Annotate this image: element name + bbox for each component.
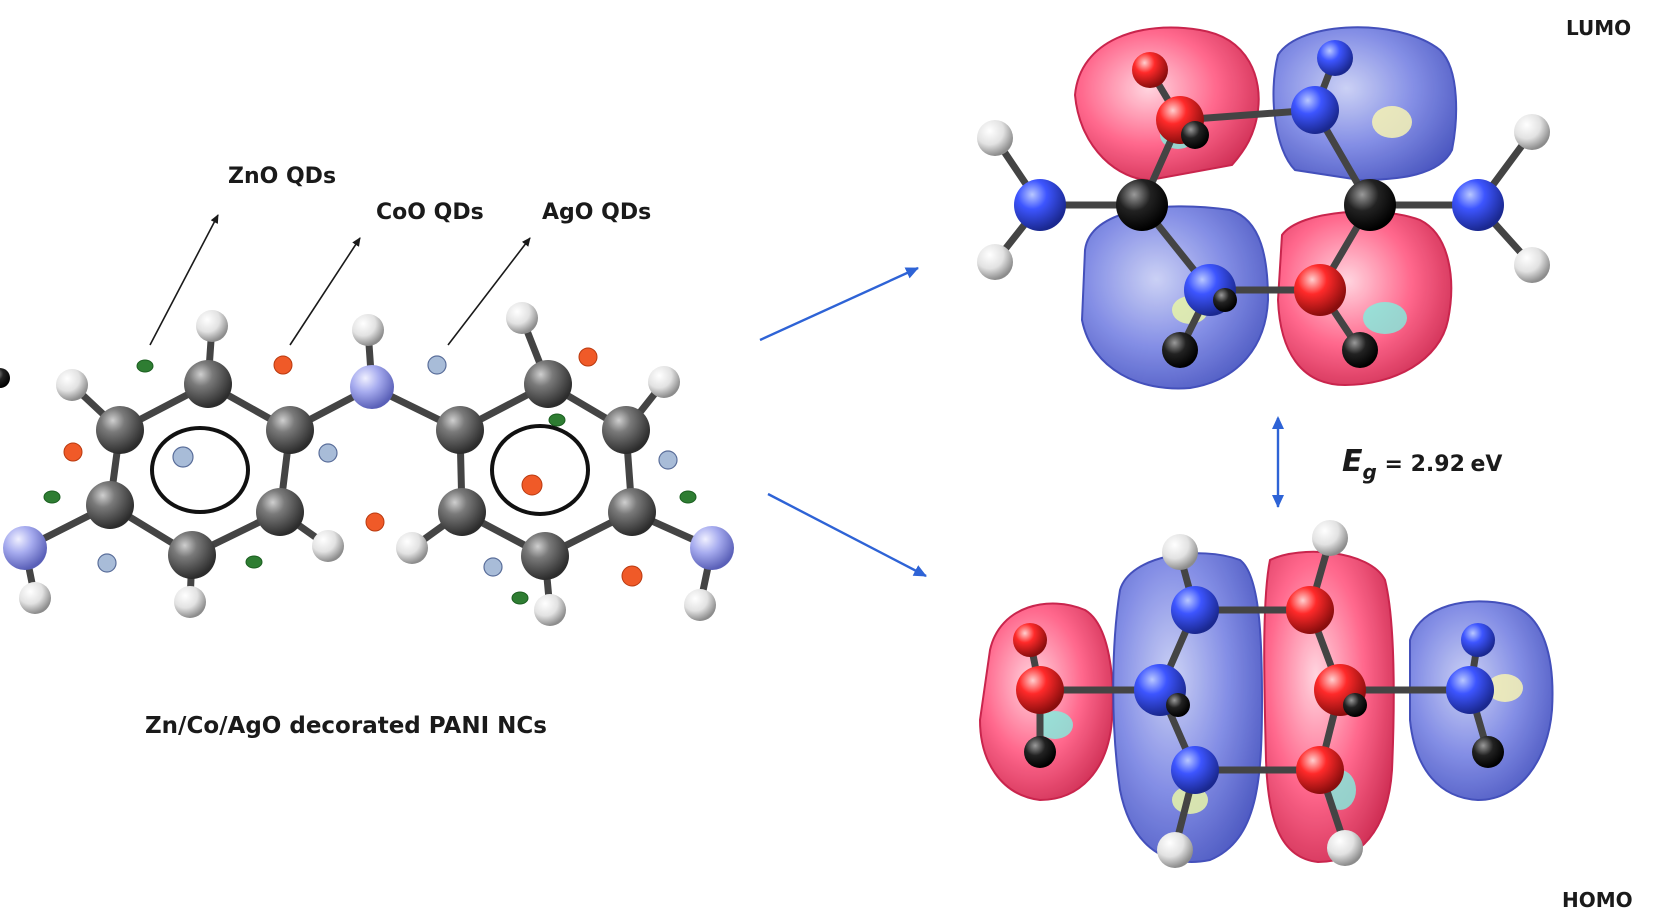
homo-orbital (978, 520, 1554, 868)
label-lumo: LUMO (1566, 16, 1632, 40)
qd-zno-dots (43, 359, 697, 605)
energy-gap-value: 2.92 (1410, 452, 1465, 477)
energy-gap-unit: eV (1470, 452, 1503, 477)
aromatic-ring-right (490, 424, 590, 516)
carbon-atoms (86, 360, 656, 580)
lumo-orbital (977, 26, 1550, 390)
energy-gap-label: Eg = 2.92 eV (1342, 444, 1503, 484)
hydrogen-atoms (19, 302, 716, 626)
label-ago-qds: AgO QDs (542, 200, 652, 225)
energy-gap-symbol: E (1342, 444, 1363, 479)
transition-arrows (759, 266, 1284, 578)
arrow-to-lumo (759, 266, 919, 342)
energy-gap-equals: = (1376, 452, 1411, 477)
aromatic-ring-left (150, 426, 250, 514)
label-coo-qds: CoO QDs (376, 200, 484, 225)
label-homo: HOMO (1562, 888, 1633, 912)
arrow-to-homo (767, 492, 927, 578)
energy-gap-subscript: g (1362, 460, 1377, 484)
zno-pointer-arrow (149, 214, 219, 346)
label-zno-qds: ZnO QDs (228, 164, 337, 189)
coo-pointer-arrow (289, 237, 361, 346)
qd-ago-dots (97, 355, 678, 577)
qd-coo-dots (63, 347, 643, 587)
qd-pointer-arrows (149, 214, 531, 346)
pani-molecule (0, 302, 734, 626)
ago-pointer-arrow (447, 237, 531, 346)
nitrogen-atoms (3, 365, 734, 570)
caption-pani-ncs: Zn/Co/AgO decorated PANI NCs (145, 713, 547, 739)
pani-bonds (21, 314, 716, 614)
